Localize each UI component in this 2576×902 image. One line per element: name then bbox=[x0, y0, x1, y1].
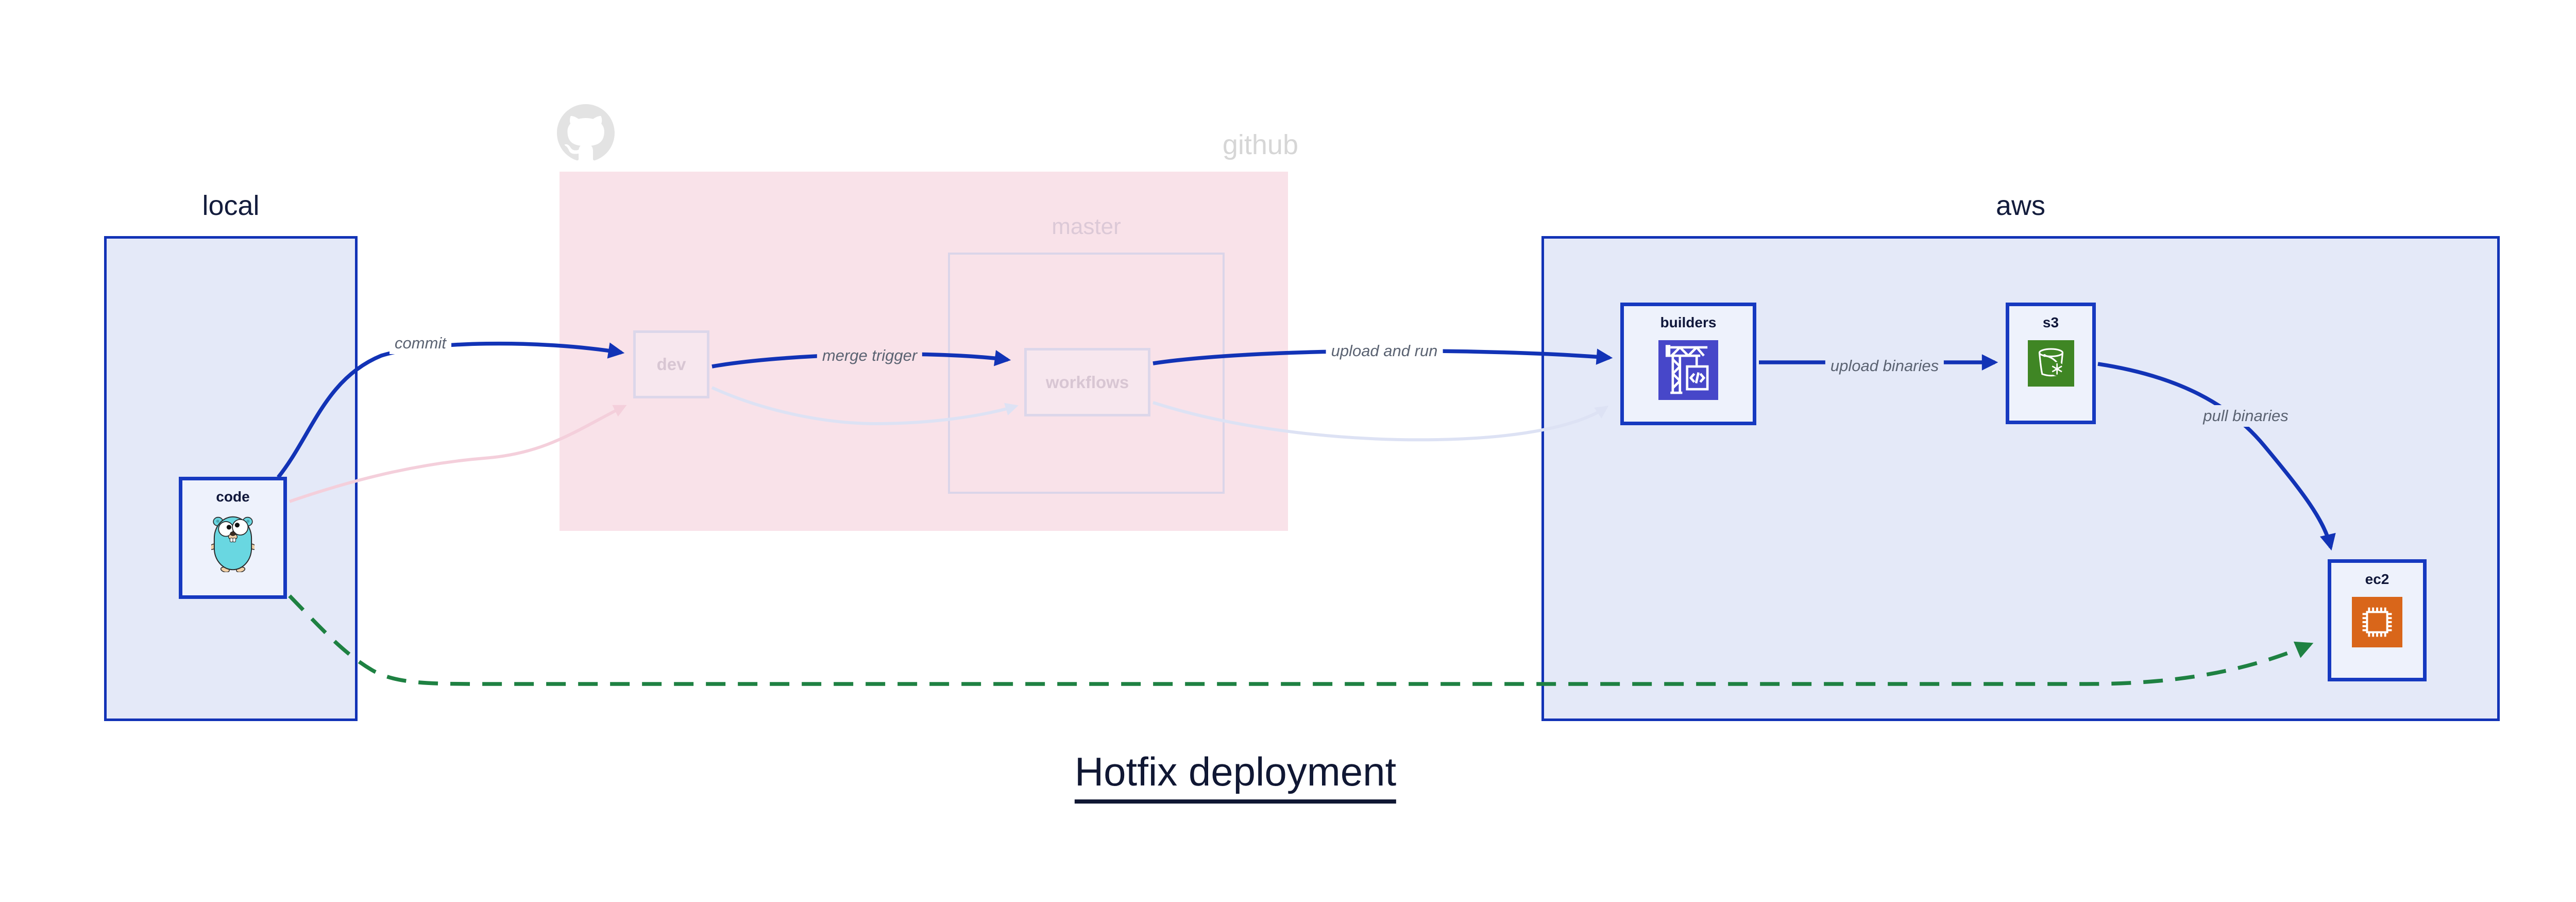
aws-ec2-chip-icon bbox=[2352, 597, 2402, 647]
node-workflows: workflows bbox=[1024, 348, 1150, 416]
node-s3: s3 bbox=[2006, 303, 2096, 424]
node-dev: dev bbox=[633, 330, 709, 398]
node-workflows-label: workflows bbox=[1045, 372, 1129, 392]
github-octocat-icon bbox=[557, 104, 615, 161]
node-builders-label: builders bbox=[1660, 314, 1717, 330]
node-ec2: ec2 bbox=[2328, 559, 2427, 681]
group-aws-label: aws bbox=[1995, 190, 2046, 221]
node-builders: builders bbox=[1620, 303, 1756, 425]
go-gopher-icon bbox=[211, 516, 255, 572]
node-dev-label: dev bbox=[656, 355, 686, 374]
group-local-label: local bbox=[202, 190, 260, 221]
node-code: code bbox=[179, 477, 287, 599]
edge-label-upload-binaries: upload binaries bbox=[1825, 355, 1944, 377]
node-s3-label: s3 bbox=[2042, 314, 2059, 330]
edge-label-commit: commit bbox=[389, 332, 451, 354]
node-code-label: code bbox=[216, 489, 250, 505]
aws-codebuild-crane-icon bbox=[1658, 340, 1718, 400]
edge-label-merge-trigger: merge trigger bbox=[817, 345, 923, 366]
group-master-box bbox=[948, 253, 1225, 494]
edge-label-upload-and-run: upload and run bbox=[1326, 340, 1443, 362]
group-github-label: github bbox=[1222, 129, 1298, 160]
edge-label-pull-binaries: pull binaries bbox=[2198, 405, 2294, 427]
node-ec2-label: ec2 bbox=[2365, 571, 2389, 587]
aws-s3-glacier-bucket-icon bbox=[2027, 340, 2074, 387]
group-master-label: master bbox=[1052, 214, 1121, 239]
diagram-title: Hotfix deployment bbox=[1074, 748, 1397, 804]
